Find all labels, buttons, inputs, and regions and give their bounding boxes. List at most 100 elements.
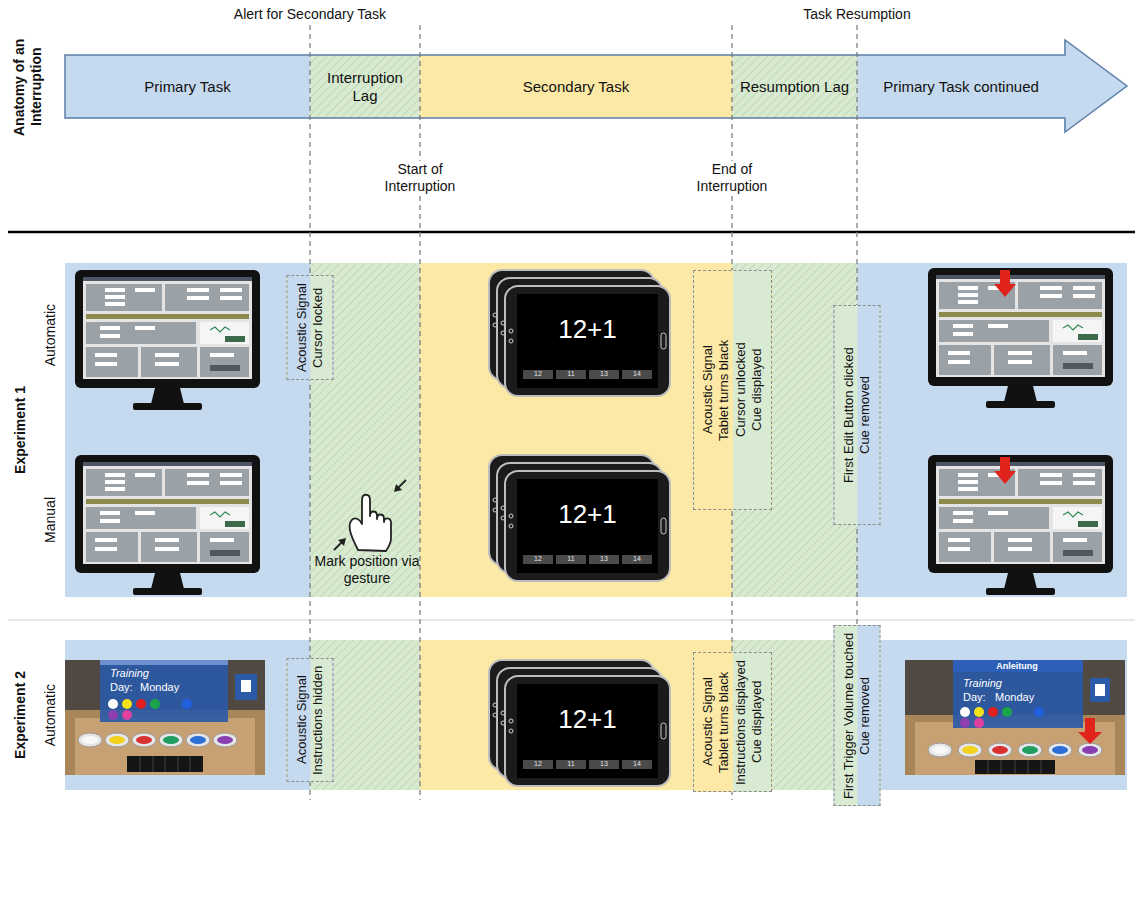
math-problem: 12+1 — [558, 704, 617, 735]
gesture-icon — [350, 495, 391, 551]
node-text: Primary Task continued — [883, 78, 1039, 96]
photo — [190, 736, 206, 744]
photo — [974, 707, 984, 717]
answer-button: 13 — [600, 760, 608, 768]
node-text: Cue removed — [857, 312, 873, 518]
row-title: Experiment 2 — [12, 671, 29, 759]
photo — [953, 660, 1083, 672]
photo — [960, 718, 970, 728]
photo — [241, 680, 251, 692]
phase-segment: Secondary Task — [420, 55, 732, 118]
tablet-icon — [489, 455, 670, 581]
node-text: First Trigger Volume touched — [841, 632, 857, 799]
photo — [159, 733, 183, 747]
ar-instruction: Training — [963, 677, 1002, 690]
gesture-icon — [394, 484, 402, 492]
node-text: Acoustic Signal — [700, 659, 716, 785]
condition-label: Automatic — [42, 684, 59, 746]
photo — [150, 699, 160, 709]
photo — [975, 760, 1055, 774]
photo — [974, 718, 984, 728]
node-text: Cursor unlocked — [732, 277, 748, 503]
photo — [1078, 743, 1102, 757]
phase-segment: Primary Task continued — [857, 55, 1065, 118]
photo — [108, 699, 118, 709]
event-label: Task Resumption — [800, 6, 913, 23]
photo — [953, 660, 1083, 728]
photo — [905, 660, 1125, 775]
event-box: Acoustic SignalTablet turns blackInstruc… — [693, 652, 772, 792]
node-text: Instructions displayed — [732, 659, 748, 785]
node-text: First Edit Button clicked — [841, 312, 857, 518]
phase-segment: Interruption Lag — [310, 55, 420, 118]
photo — [1085, 718, 1095, 732]
node-text: Tablet turns black — [716, 659, 732, 785]
photo — [928, 743, 952, 757]
gesture-icon — [334, 480, 406, 551]
photo — [65, 660, 265, 775]
section-divider — [8, 620, 1135, 621]
node-text: Instructions hidden — [310, 665, 326, 775]
phase-segment: Resumption Lag — [732, 55, 857, 118]
photo — [217, 736, 233, 744]
timeline-arrow — [732, 55, 857, 118]
node-text: Acoustic Signal — [294, 282, 310, 373]
photo — [235, 674, 257, 700]
answer-button: 14 — [633, 555, 641, 563]
node-text: Cue removed — [857, 632, 873, 799]
monitor-icon — [75, 270, 260, 410]
photo — [136, 736, 152, 744]
row-title: Experiment 1 — [12, 386, 29, 474]
event-label: Alert for Secondary Task — [231, 6, 389, 23]
answer-button: 11 — [567, 555, 574, 563]
photo — [988, 760, 1041, 774]
photo — [100, 660, 228, 665]
timeline-arrow — [65, 55, 310, 118]
timeline-arrow — [857, 55, 1065, 118]
photo — [932, 746, 948, 754]
experiment-band — [65, 263, 310, 597]
ar-instruction: Training — [110, 667, 149, 680]
event-label: End of Interruption — [685, 161, 780, 195]
photo — [988, 743, 1012, 757]
photo — [75, 718, 255, 775]
condition-label: Manual — [42, 497, 59, 543]
answer-button: 12 — [534, 370, 542, 378]
photo — [105, 733, 129, 747]
answer-button: 12 — [534, 555, 542, 563]
node-text: Tablet turns black — [716, 277, 732, 503]
answer-button: 14 — [633, 760, 641, 768]
answer-button: 14 — [633, 370, 641, 378]
gesture-label: Mark position via gesture — [312, 553, 422, 587]
photo — [127, 756, 203, 772]
timeline-arrow — [65, 40, 1127, 132]
cue-arrow — [994, 270, 1016, 484]
photo — [108, 710, 118, 720]
photo — [958, 743, 982, 757]
photo — [1095, 684, 1105, 696]
condition-label: Automatic — [42, 304, 59, 366]
photo — [1082, 746, 1098, 754]
photo — [82, 736, 98, 744]
event-box: First Edit Button clickedCue removed — [834, 305, 881, 525]
photo — [988, 707, 998, 717]
photo — [163, 736, 179, 744]
monitor-icon — [75, 268, 1113, 595]
photo — [100, 660, 228, 722]
node-text: Interruption Lag — [316, 69, 414, 105]
timeline-arrow — [65, 40, 1127, 132]
event-box: First Trigger Volume touchedCue removed — [834, 625, 881, 806]
photo — [1002, 707, 1012, 717]
math-problem: 12+1 — [558, 314, 617, 345]
photo — [132, 733, 156, 747]
photo — [109, 736, 125, 744]
section-divider — [8, 232, 1135, 620]
experiment-band — [420, 640, 732, 790]
photo — [960, 707, 970, 717]
node-text: Resumption Lag — [740, 78, 849, 96]
photo — [1052, 746, 1068, 754]
math-problem: 12+1 — [558, 499, 617, 530]
photo — [65, 660, 265, 775]
tablet-icon — [489, 270, 670, 786]
